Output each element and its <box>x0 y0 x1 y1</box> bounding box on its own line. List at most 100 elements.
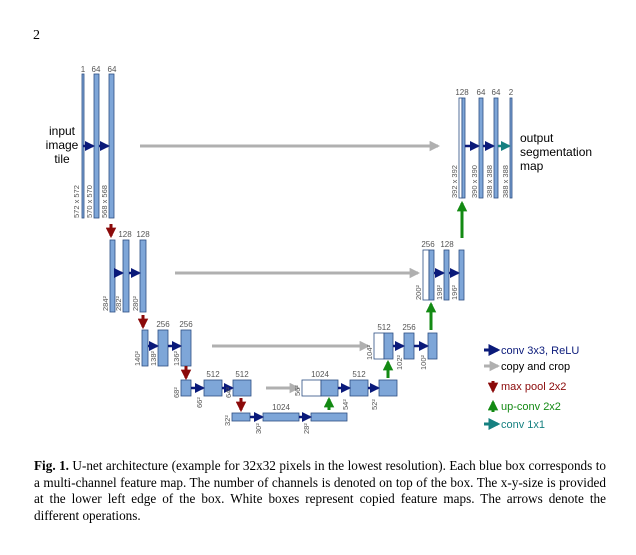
output-label-line1: output <box>520 131 554 145</box>
size-label: 572 x 572 <box>72 185 81 218</box>
feature-map-22 <box>428 249 435 301</box>
feature-map-14 <box>262 412 300 422</box>
size-label: 56² <box>293 385 302 396</box>
channel-count: 1024 <box>311 370 329 379</box>
feature-map-12 <box>232 379 252 397</box>
size-label: 196² <box>450 284 459 300</box>
size-label: 284² <box>101 295 110 311</box>
feature-map-9 <box>180 329 192 367</box>
size-label: 138² <box>149 350 158 366</box>
output-label-line2: segmentation <box>520 145 592 159</box>
feature-map-2 <box>93 73 100 219</box>
channel-count: 1 <box>81 65 86 74</box>
legend-pool-label: max pool 2x2 <box>501 381 566 393</box>
size-label: 104² <box>365 344 374 360</box>
legend-conv1x1-label: conv 1x1 <box>501 419 545 431</box>
size-label: 140² <box>133 350 142 366</box>
feature-map-3 <box>108 73 115 219</box>
channel-count: 512 <box>377 323 391 332</box>
output-label: output segmentation map <box>520 131 592 173</box>
channel-count: 64 <box>92 65 101 74</box>
size-label: 102² <box>395 354 404 370</box>
input-label-line3: tile <box>54 152 70 166</box>
size-label: 68² <box>172 387 181 398</box>
channel-count: 1024 <box>272 403 290 412</box>
feature-map-8 <box>157 329 169 367</box>
unet-diagram: 1 64 64 128 128 256 256 512 512 1024 102… <box>46 65 592 434</box>
feature-map-24 <box>458 249 465 301</box>
size-label: 282² <box>114 295 123 311</box>
size-label: 390 x 390 <box>470 165 479 198</box>
size-label: 30² <box>254 423 263 434</box>
output-label-line3: map <box>520 159 544 173</box>
feature-map-16 <box>320 379 339 397</box>
channel-count: 128 <box>455 88 469 97</box>
copied-feature-map <box>373 332 385 360</box>
caption-label: Fig. 1. <box>34 458 69 473</box>
feature-map-6 <box>139 239 147 313</box>
feature-map-5 <box>122 239 130 313</box>
feature-map-25 <box>461 97 466 199</box>
channel-count: 128 <box>440 240 454 249</box>
input-label: input image tile <box>46 124 79 166</box>
channel-count: 64 <box>477 88 486 97</box>
feature-map-26 <box>478 97 484 199</box>
channel-count: 128 <box>136 230 150 239</box>
input-label-line2: image <box>46 138 79 152</box>
channel-count: 256 <box>421 240 435 249</box>
legend: conv 3x3, ReLU copy and crop max pool 2x… <box>484 344 579 431</box>
size-label: 280² <box>131 295 140 311</box>
upconv-arrows <box>323 200 468 410</box>
legend-conv-label: conv 3x3, ReLU <box>501 345 579 357</box>
size-label: 388 x 388 <box>485 165 494 198</box>
feature-map-27 <box>493 97 499 199</box>
size-labels: 572 x 572 570 x 570 568 x 568 284² 282² … <box>72 165 510 434</box>
channel-count: 512 <box>235 370 249 379</box>
copied-feature-map <box>301 379 322 397</box>
page-number: 2 <box>33 28 40 43</box>
feature-map-21 <box>427 332 438 360</box>
feature-map-28 <box>509 97 513 199</box>
caption-text: U-net architecture (example for 32x32 pi… <box>34 458 606 523</box>
size-label: 100² <box>419 354 428 370</box>
feature-map-23 <box>443 249 450 301</box>
size-label: 66² <box>195 397 204 408</box>
level2-decoder <box>422 249 465 301</box>
feature-map-19 <box>383 332 394 360</box>
channel-count: 256 <box>156 320 170 329</box>
size-label: 392 x 392 <box>450 165 459 198</box>
size-label: 200² <box>414 284 423 300</box>
copy-arrows <box>140 140 441 394</box>
legend-upconv-label: up-conv 2x2 <box>501 401 561 413</box>
feature-map-13 <box>231 412 251 422</box>
input-label-line1: input <box>49 124 76 138</box>
size-label: 64² <box>224 387 233 398</box>
channel-count: 512 <box>206 370 220 379</box>
legend-copy-label: copy and crop <box>501 361 570 373</box>
channel-labels: 1 64 64 128 128 256 256 512 512 1024 102… <box>81 65 514 412</box>
pool-arrows <box>105 224 247 413</box>
channel-count: 256 <box>179 320 193 329</box>
feature-map-20 <box>403 332 415 360</box>
size-label: 52² <box>370 399 379 410</box>
channel-count: 128 <box>118 230 132 239</box>
figure-caption: Fig. 1. U-net architecture (example for … <box>34 458 606 524</box>
size-label: 198² <box>435 284 444 300</box>
feature-map-17 <box>349 379 369 397</box>
feature-map-10 <box>180 379 192 397</box>
size-label: 570 x 570 <box>85 185 94 218</box>
channel-count: 64 <box>492 88 501 97</box>
feature-map-7 <box>141 329 149 367</box>
size-label: 28² <box>302 423 311 434</box>
feature-map-15 <box>310 412 348 422</box>
copied-feature-map <box>422 249 430 301</box>
copied-feature-map <box>458 97 463 199</box>
size-label: 388 x 388 <box>501 165 510 198</box>
level5-bottleneck <box>231 412 348 422</box>
feature-map-11 <box>203 379 223 397</box>
channel-count: 2 <box>509 88 514 97</box>
channel-count: 512 <box>352 370 366 379</box>
channel-count: 256 <box>402 323 416 332</box>
channel-count: 64 <box>108 65 117 74</box>
size-label: 568 x 568 <box>100 185 109 218</box>
